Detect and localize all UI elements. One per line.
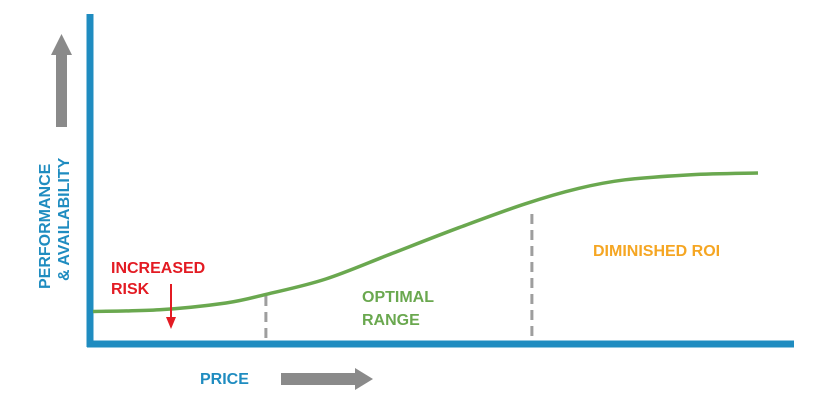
y-axis-label-line-1: PERFORMANCE: [37, 163, 54, 289]
x-axis-arrow-icon: [281, 368, 373, 390]
diminished-roi-label: DIMINISHED ROI: [593, 243, 720, 260]
y-axis-label-line-2: & AVAILABILITY: [56, 157, 73, 281]
optimal-range-label-line-1: OPTIMAL: [362, 289, 434, 306]
performance-curve: [92, 171, 759, 314]
increased-risk-label-line-1: INCREASED: [111, 260, 205, 277]
y-axis-arrow-icon: [51, 34, 72, 127]
optimal-range-label-line-2: RANGE: [362, 312, 420, 329]
down-arrow-icon: [166, 284, 176, 329]
x-axis-label: PRICE: [200, 371, 249, 388]
increased-risk-label-line-2: RISK: [111, 281, 150, 298]
